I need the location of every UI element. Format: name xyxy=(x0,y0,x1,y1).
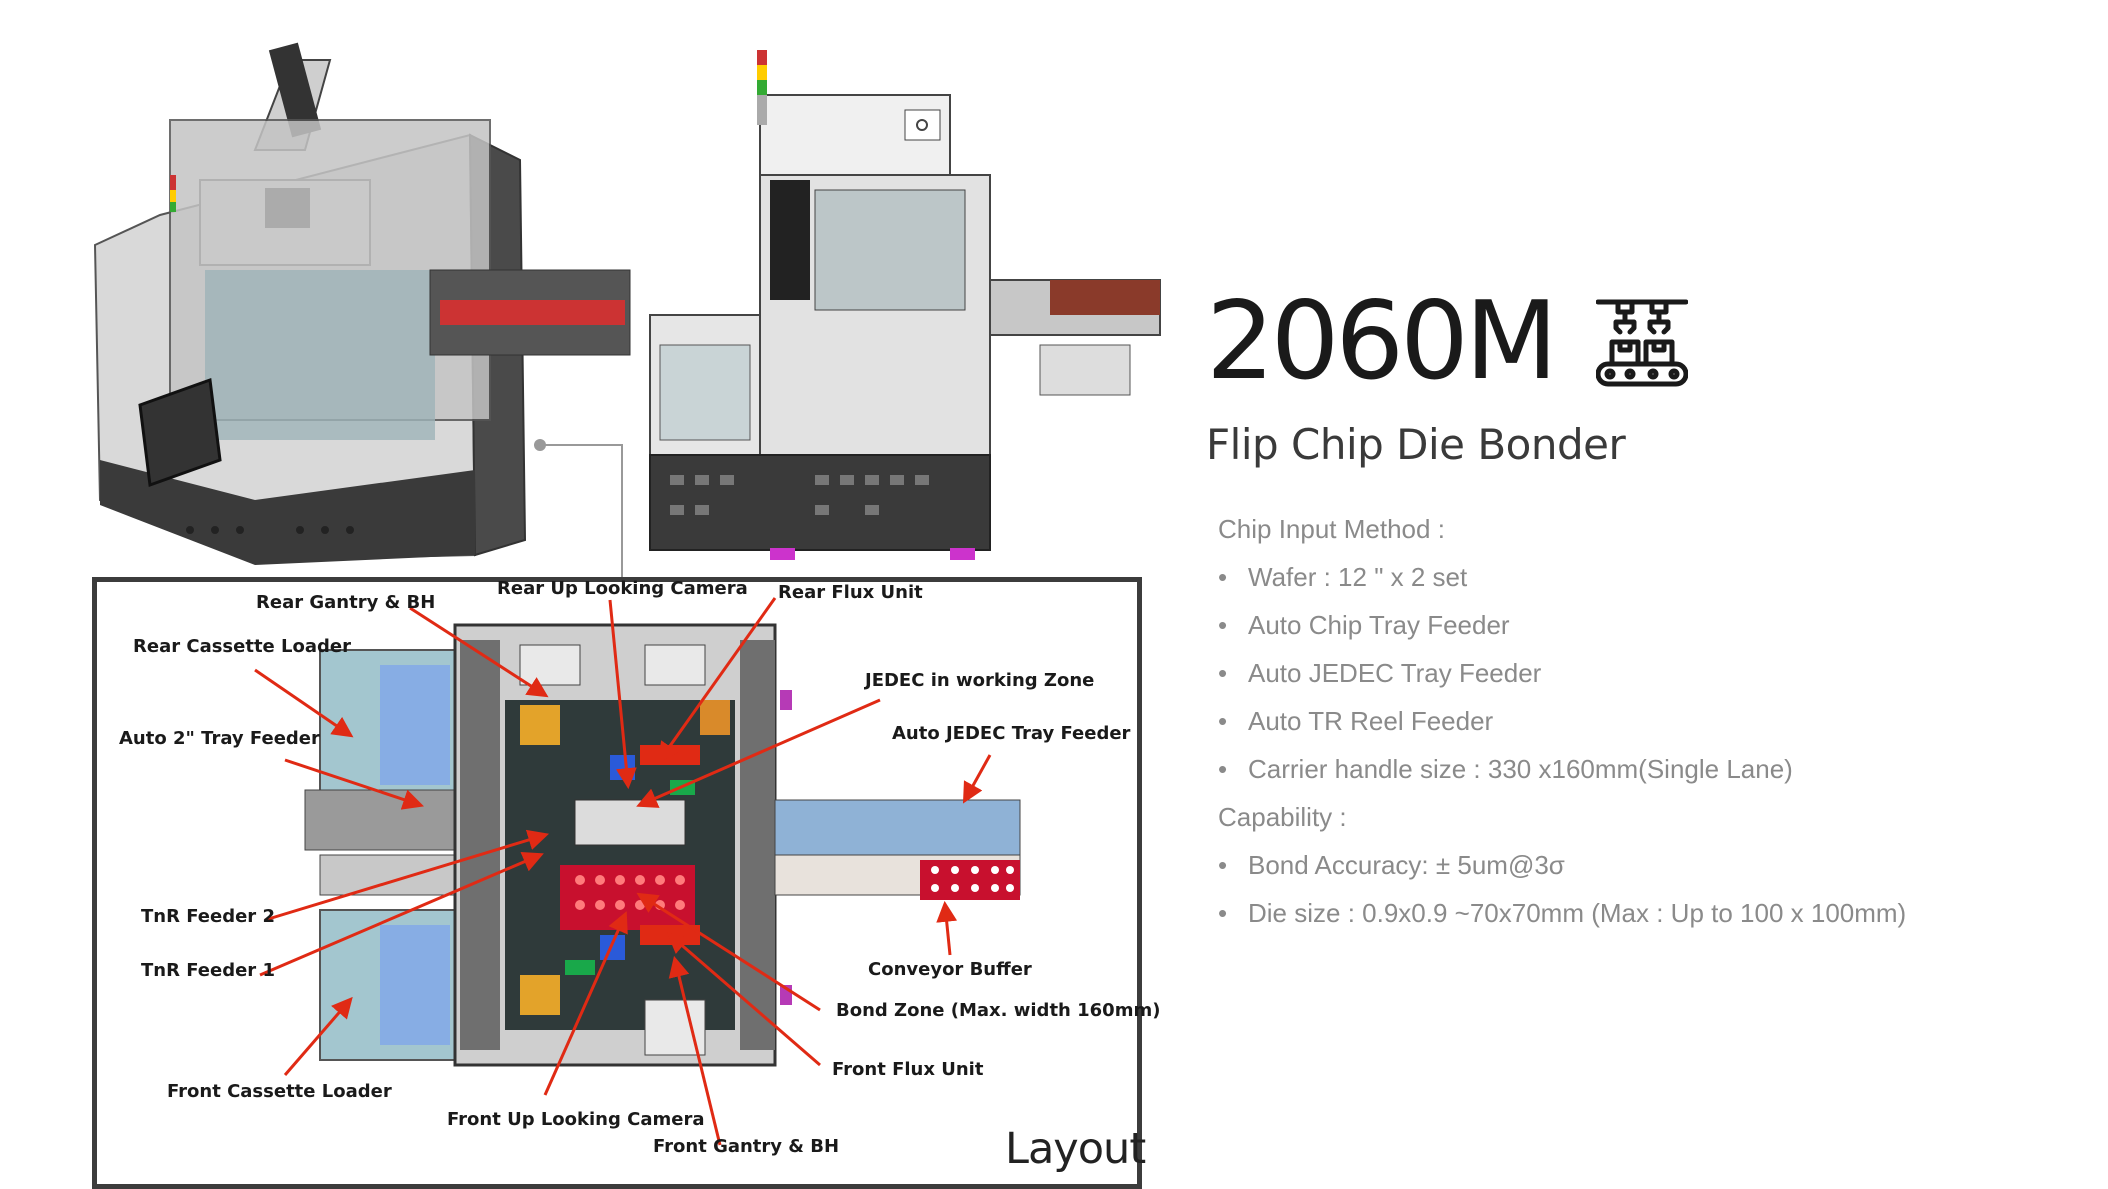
robot-arm-factory-icon xyxy=(1596,299,1689,387)
callout-conveyor-buffer: Conveyor Buffer xyxy=(868,959,1032,980)
callout-auto-jedec-tray-feeder: Auto JEDEC Tray Feeder xyxy=(892,723,1131,744)
model-number: 2060M xyxy=(1206,279,1558,404)
callout-tnr-feeder-1: TnR Feeder 1 xyxy=(141,960,275,981)
callout-jedec-working-zone: JEDEC in working Zone xyxy=(865,670,1095,691)
spec-carrier-size: Carrier handle size : 330 x160mm(Single … xyxy=(1218,745,2078,793)
layout-label: Layout xyxy=(1005,1124,1146,1174)
callout-bond-zone: Bond Zone (Max. width 160mm) xyxy=(836,1000,1161,1021)
callout-front-flux-unit: Front Flux Unit xyxy=(832,1059,984,1080)
front-machine-render xyxy=(649,50,1161,560)
callout-auto-2in-tray-feeder: Auto 2" Tray Feeder xyxy=(119,728,320,749)
machine-render-image xyxy=(93,42,1161,1184)
layout-diagram xyxy=(97,582,1137,1184)
spec-auto-chip-tray: Auto Chip Tray Feeder xyxy=(1218,601,2078,649)
title-row: 2060M xyxy=(1206,279,1689,404)
callout-rear-cassette-loader: Rear Cassette Loader xyxy=(133,636,351,657)
callout-tnr-feeder-2: TnR Feeder 2 xyxy=(141,906,275,927)
product-subtitle: Flip Chip Die Bonder xyxy=(1206,420,1626,469)
spec-wafer: Wafer : 12 " x 2 set xyxy=(1218,553,2078,601)
spec-auto-jedec-tray: Auto JEDEC Tray Feeder xyxy=(1218,649,2078,697)
callout-front-cassette-loader: Front Cassette Loader xyxy=(167,1081,392,1102)
spec-list: Chip Input Method : Wafer : 12 " x 2 set… xyxy=(1218,505,2078,937)
capability-heading: Capability : xyxy=(1218,802,1347,832)
chip-input-heading: Chip Input Method : xyxy=(1218,514,1445,544)
spec-bond-accuracy: Bond Accuracy: ± 5um@3σ xyxy=(1218,841,2078,889)
callout-rear-up-looking-camera: Rear Up Looking Camera xyxy=(497,578,748,599)
callout-rear-gantry: Rear Gantry & BH xyxy=(256,592,436,613)
spec-auto-tr-reel: Auto TR Reel Feeder xyxy=(1218,697,2078,745)
isometric-machine-render xyxy=(93,42,631,565)
spec-die-size: Die size : 0.9x0.9 ~70x70mm (Max : Up to… xyxy=(1218,889,2078,937)
callout-rear-flux-unit: Rear Flux Unit xyxy=(778,582,923,603)
callout-front-gantry: Front Gantry & BH xyxy=(653,1136,840,1157)
callout-front-up-looking-camera: Front Up Looking Camera xyxy=(447,1109,705,1130)
